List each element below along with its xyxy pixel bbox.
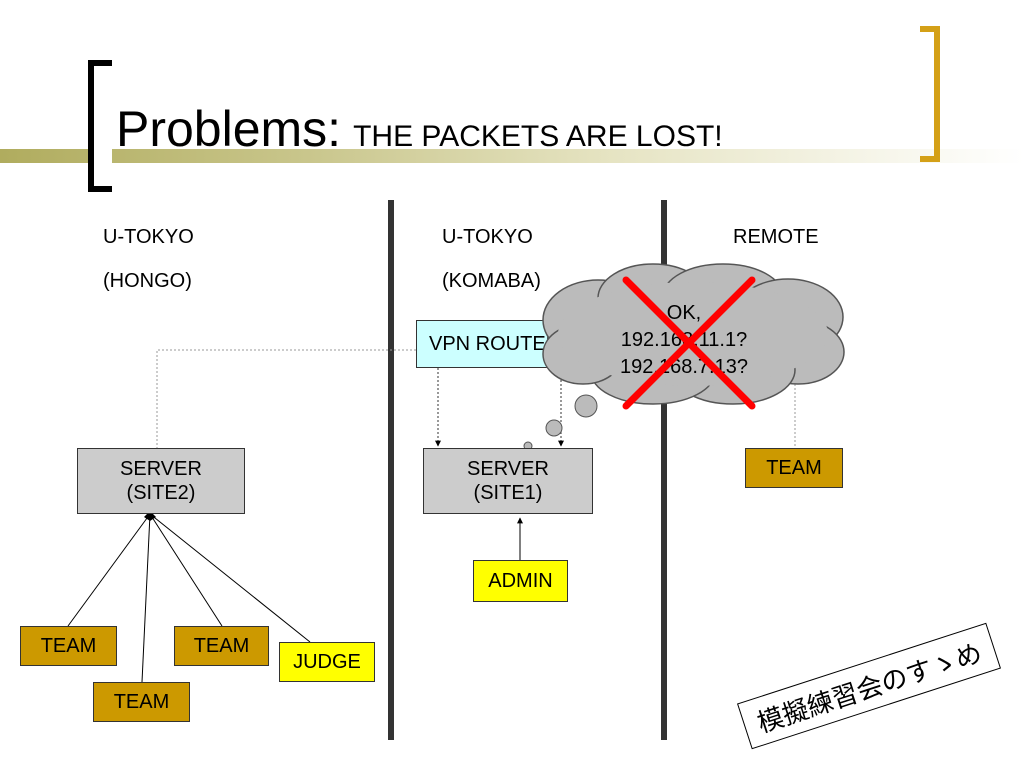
team-label: TEAM	[40, 635, 97, 657]
column-label-hongo: U-TOKYO	[103, 226, 194, 248]
thought-bubble-dot	[574, 394, 598, 418]
tree-line	[67, 513, 151, 627]
server-site2-box: SERVER (SITE2)	[77, 448, 245, 514]
column-sublabel-komaba: (KOMABA)	[442, 270, 541, 292]
vpn-router-label: VPN ROUTER	[429, 333, 561, 355]
column-divider	[661, 200, 667, 740]
tree-line	[149, 513, 223, 627]
admin-label: ADMIN	[488, 570, 553, 592]
team-label: TEAM	[193, 635, 250, 657]
server-label: SERVER	[120, 458, 202, 480]
title-sub: THE PACKETS ARE LOST!	[353, 120, 723, 153]
slide-title: Problems: THE PACKETS ARE LOST!	[116, 100, 723, 158]
thought-cloud	[542, 263, 845, 405]
red-cross-icon	[622, 276, 756, 410]
team-box: TEAM	[20, 626, 117, 666]
team-label: TEAM	[113, 691, 170, 713]
server-site1-box: SERVER (SITE1)	[423, 448, 593, 514]
column-sublabel-hongo: (HONGO)	[103, 270, 192, 292]
server-label: SERVER	[467, 458, 549, 480]
team-box: TEAM	[174, 626, 269, 666]
column-divider	[388, 200, 394, 740]
team-label: TEAM	[766, 457, 822, 479]
vpn-router-box: VPN ROUTER	[416, 320, 576, 368]
cloud-line: OK,	[666, 302, 702, 324]
server-sublabel: (SITE1)	[473, 482, 543, 504]
title-main: Problems:	[116, 101, 342, 157]
column-label-remote: REMOTE	[733, 226, 819, 248]
vpn-to-site2-link	[156, 349, 416, 448]
judge-label: JUDGE	[293, 651, 361, 673]
remote-team-box: TEAM	[745, 448, 843, 488]
tree-line	[149, 513, 311, 643]
title-underline-bar	[0, 149, 1024, 163]
judge-box: JUDGE	[279, 642, 375, 682]
column-label-komaba: U-TOKYO	[442, 226, 533, 248]
right-bracket-decoration	[920, 26, 940, 162]
team-box: TEAM	[93, 682, 190, 722]
left-bracket-decoration	[88, 60, 112, 192]
tree-line	[141, 513, 151, 683]
tree-junction-diamond	[144, 511, 156, 521]
server-sublabel: (SITE2)	[126, 482, 196, 504]
admin-box: ADMIN	[473, 560, 568, 602]
thought-bubble-dot	[545, 419, 563, 437]
